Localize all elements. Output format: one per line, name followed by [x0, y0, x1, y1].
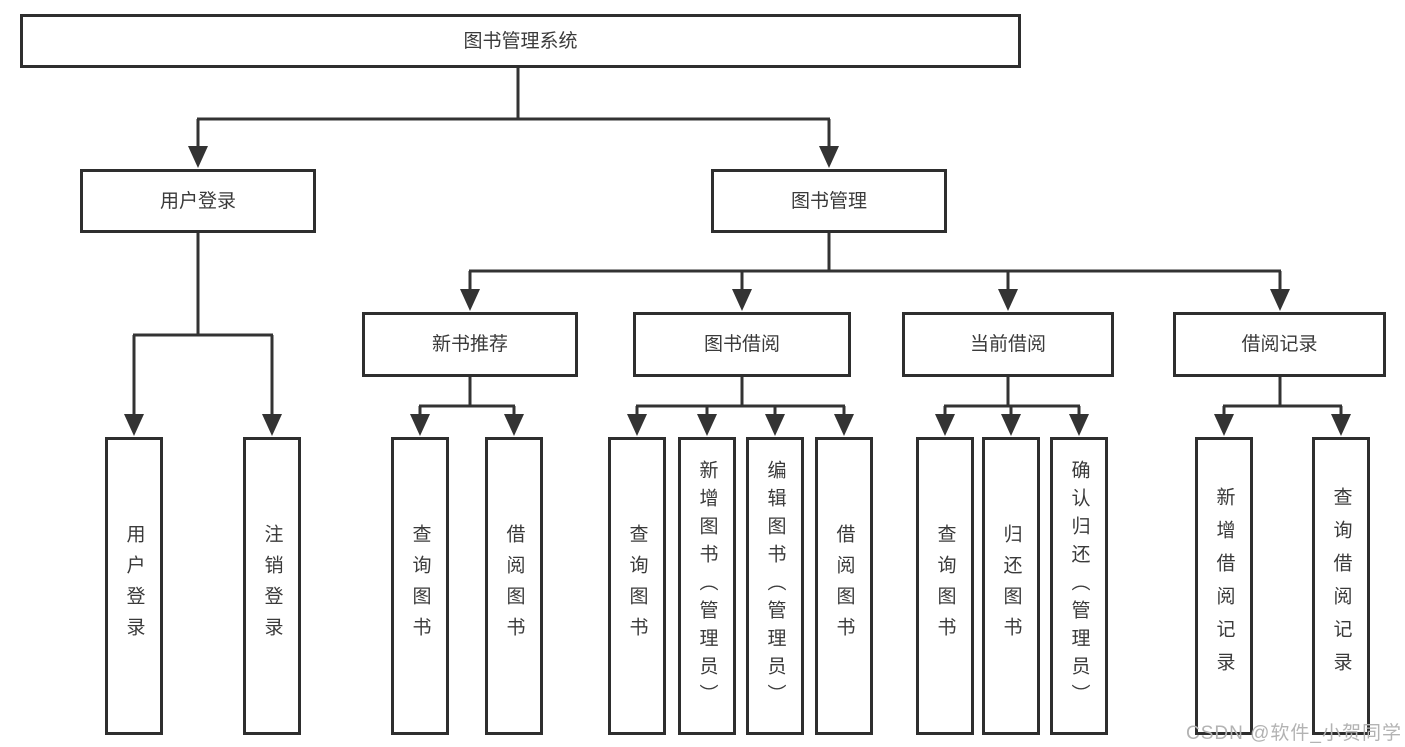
node-leaf-return-books: 归还图书	[982, 437, 1040, 735]
node-label: 查询图书	[626, 524, 648, 648]
node-leaf-query-books-recommend: 查询图书	[391, 437, 449, 735]
node-label: 新增借阅记录	[1213, 487, 1235, 685]
node-label: 图书借阅	[703, 334, 780, 355]
node-label: 查询图书	[409, 524, 431, 648]
node-label: 当前借阅	[969, 334, 1046, 355]
node-leaf-query-borrow-record: 查询借阅记录	[1312, 437, 1370, 735]
node-label: 用户登录	[159, 190, 236, 212]
node-leaf-logout: 注销登录	[243, 437, 301, 735]
node-leaf-add-books-admin: 新增图书（管理员）	[678, 437, 736, 735]
node-label: 归还图书	[1000, 524, 1022, 648]
node-label: 借阅图书	[503, 524, 525, 648]
node-label: 查询图书	[934, 524, 956, 648]
node-leaf-query-books-current: 查询图书	[916, 437, 974, 735]
node-leaf-add-borrow-record: 新增借阅记录	[1195, 437, 1253, 735]
node-label: 查询借阅记录	[1330, 487, 1352, 685]
node-library-management-system: 图书管理系统	[20, 14, 1021, 68]
node-label: 图书管理系统	[463, 30, 578, 52]
node-user-login: 用户登录	[80, 169, 316, 233]
node-leaf-borrow-books: 借阅图书	[815, 437, 873, 735]
node-current-borrowing: 当前借阅	[902, 312, 1114, 377]
node-leaf-edit-books-admin: 编辑图书（管理员）	[746, 437, 804, 735]
node-label: 图书管理	[790, 190, 867, 212]
node-borrowing-records: 借阅记录	[1173, 312, 1386, 377]
node-leaf-user-login: 用户登录	[105, 437, 163, 735]
node-label: 注销登录	[261, 524, 283, 648]
node-leaf-query-books-borrowing: 查询图书	[608, 437, 666, 735]
node-label: 用户登录	[123, 524, 145, 648]
node-book-management: 图书管理	[711, 169, 947, 233]
node-book-borrowing: 图书借阅	[633, 312, 851, 377]
node-label: 编辑图书（管理员）	[764, 460, 786, 712]
csdn-watermark: CSDN @软件_小贺同学	[1186, 723, 1402, 744]
node-label: 借阅图书	[833, 524, 855, 648]
node-label: 新增图书（管理员）	[696, 460, 718, 712]
node-leaf-confirm-return-admin: 确认归还（管理员）	[1050, 437, 1108, 735]
node-new-book-recommendation: 新书推荐	[362, 312, 578, 377]
node-leaf-borrow-books-recommend: 借阅图书	[485, 437, 543, 735]
node-label: 借阅记录	[1241, 334, 1318, 355]
node-label: 新书推荐	[431, 334, 508, 355]
node-label: 确认归还（管理员）	[1068, 460, 1090, 712]
